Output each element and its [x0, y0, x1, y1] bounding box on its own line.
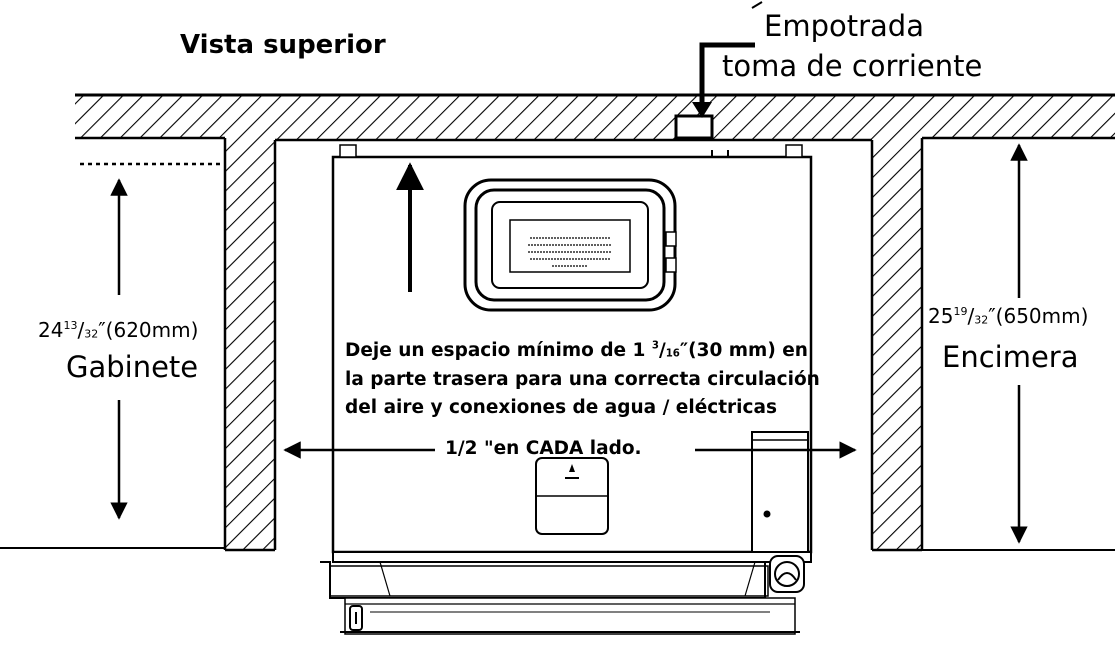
dishwasher-icon [320, 144, 813, 635]
rear-note-post: ″(30 mm) en [679, 340, 808, 361]
rear-clearance-note-line3: del aire y conexiones de agua / eléctric… [345, 397, 777, 418]
outlet-label-line2: toma de corriente [722, 49, 983, 83]
countertop-dimension-mm: ″(650mm) [988, 304, 1089, 328]
rear-note-pre: Deje un espacio mínimo de 1 [345, 340, 646, 361]
rear-clearance-note-line1: Deje un espacio mínimo de 1 3/16″(30 mm)… [345, 340, 808, 361]
side-clearance-note: 1/2 "en CADA lado. [445, 438, 642, 459]
outlet-icon [674, 1, 763, 140]
cabinet-dimension-num: 13 [63, 318, 78, 332]
cabinet-dimension-whole: 24 [38, 318, 64, 342]
countertop-label: Encimera [942, 340, 1079, 374]
outlet-label-line1: Empotrada [764, 9, 924, 43]
countertop-dimension-den: 32 [974, 313, 989, 327]
cabinet-dimension-den: 32 [84, 327, 99, 341]
diagram-title: Vista superior [180, 30, 386, 60]
rear-note-num: 3 [651, 340, 659, 352]
cabinet-dimension: 2413/32″(620mm) [38, 318, 199, 342]
cabinet-label: Gabinete [66, 350, 199, 384]
wall-hatching [0, 93, 1115, 552]
cabinet-dimension-mm: ″(620mm) [98, 318, 199, 342]
rear-clearance-note-line2: la parte trasera para una correcta circu… [345, 369, 820, 390]
countertop-dimension: 2519/32″(650mm) [928, 304, 1089, 328]
countertop-dimension-num: 19 [953, 304, 968, 318]
rear-note-den: 16 [665, 348, 680, 360]
countertop-dimension-whole: 25 [928, 304, 954, 328]
